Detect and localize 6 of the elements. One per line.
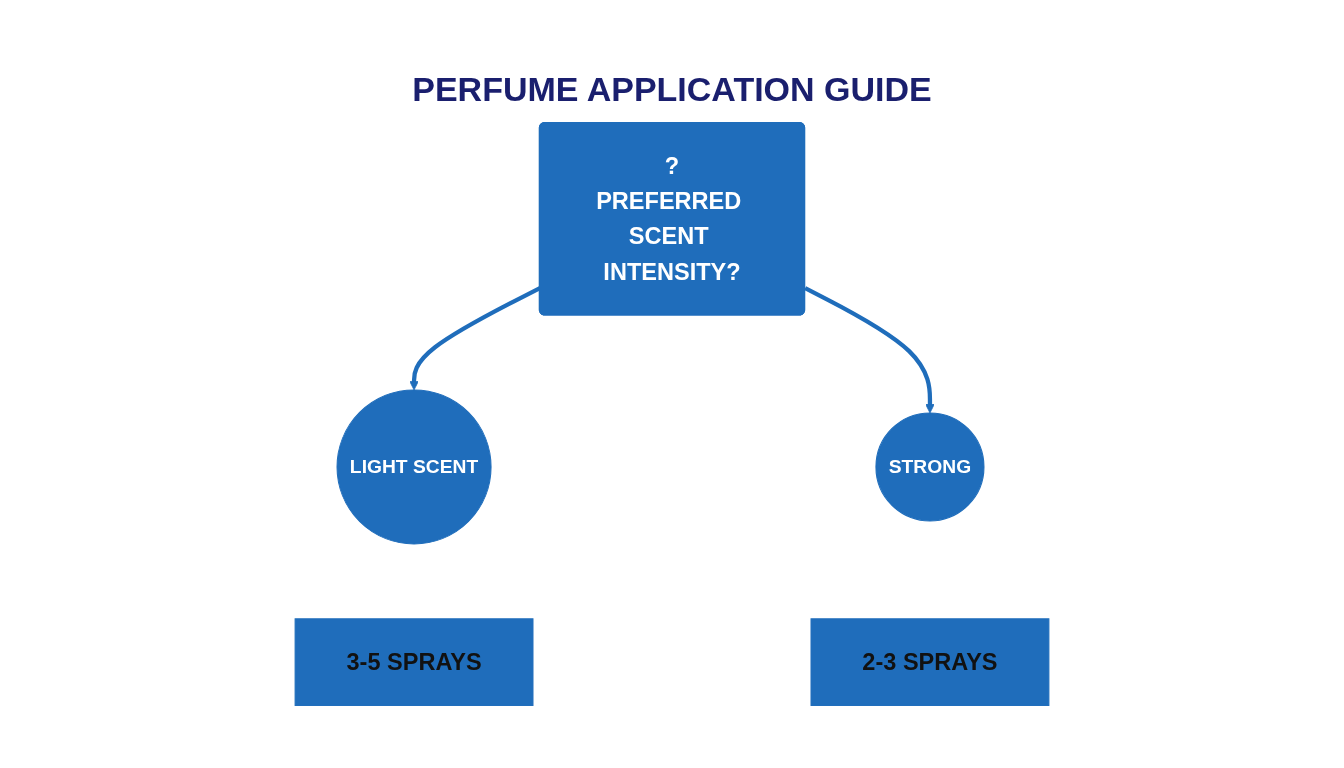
- diagram-title: PERFUME APPLICATION GUIDE: [411, 70, 933, 110]
- node-box: 2-3 SPRAYS: [810, 618, 1050, 706]
- node-circle: STRONG: [875, 412, 985, 522]
- node-circle: LIGHT SCENT: [336, 389, 492, 545]
- arrow: [804, 286, 935, 414]
- node-box: 3-5 SPRAYS: [294, 618, 534, 706]
